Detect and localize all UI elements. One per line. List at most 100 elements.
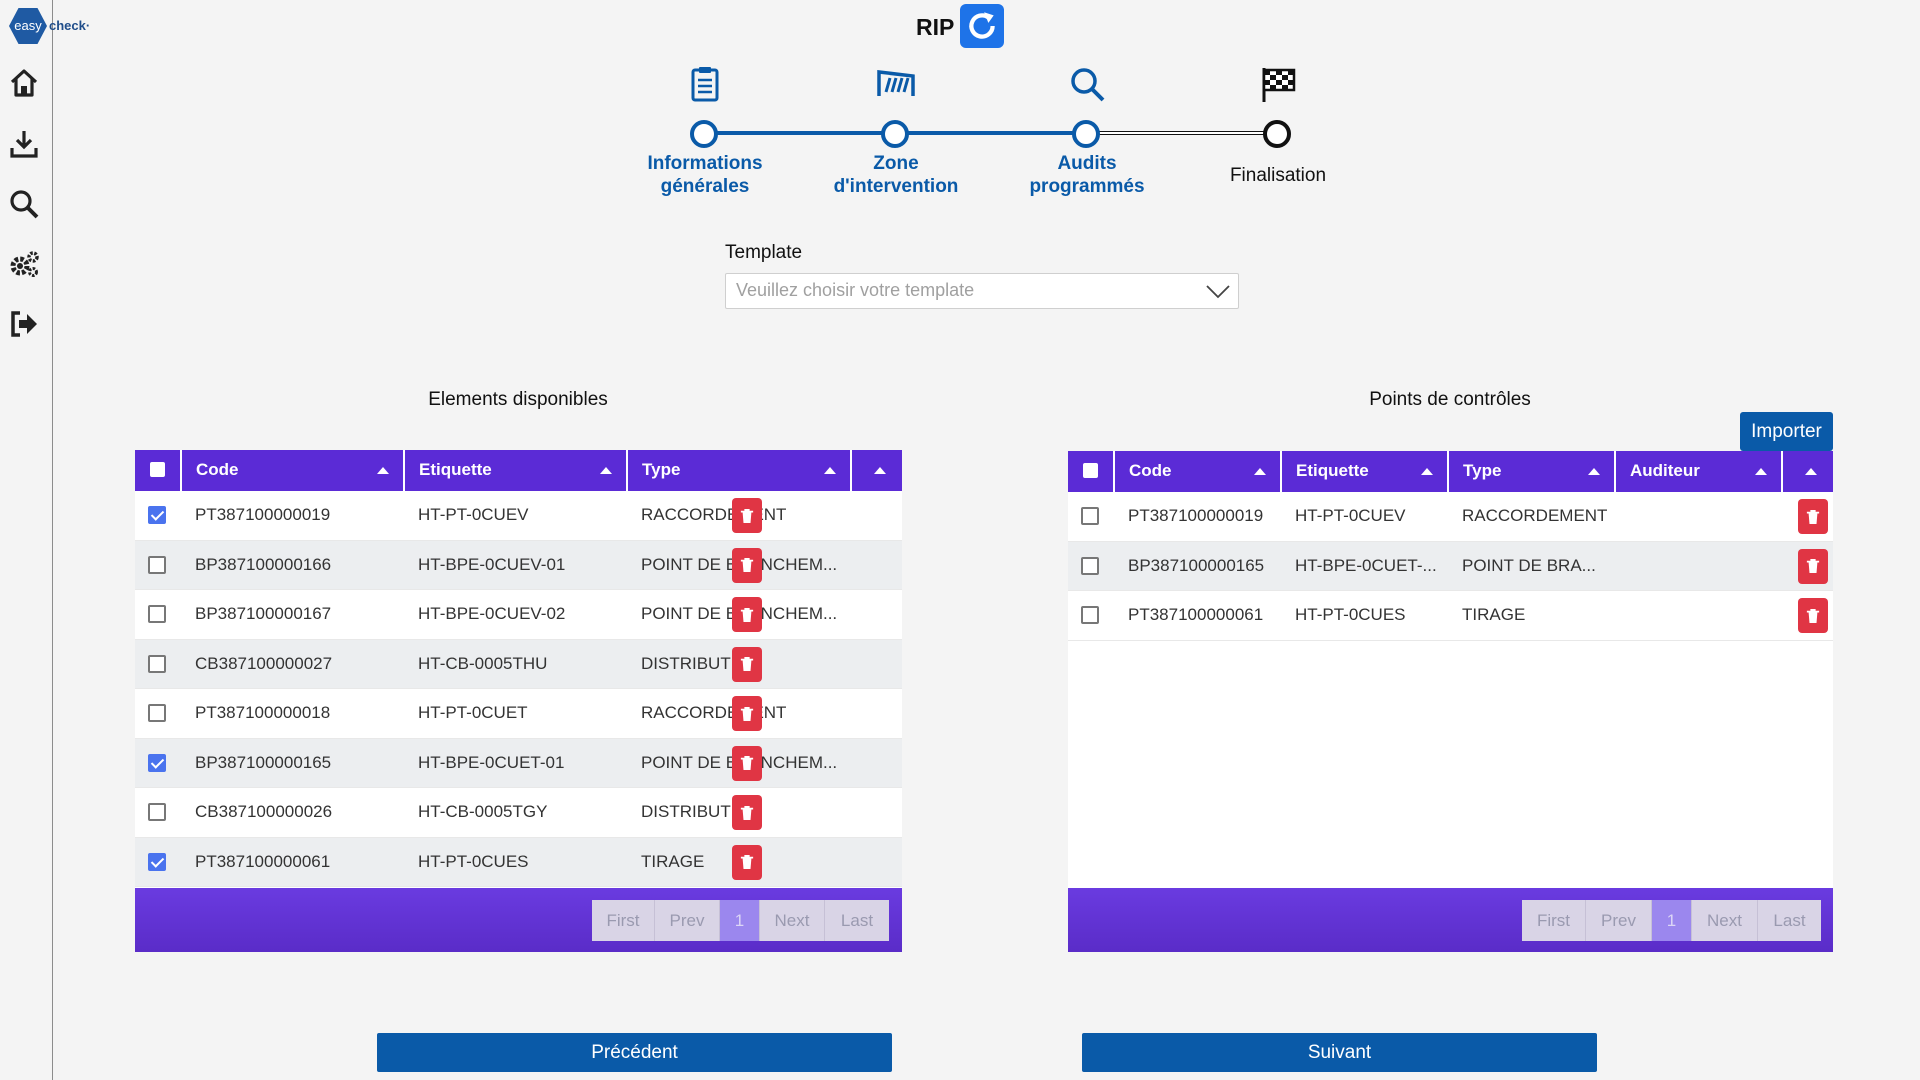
delete-button[interactable] [1798, 548, 1828, 584]
pager-prev-button[interactable]: Prev [655, 900, 720, 941]
cell-etiquette: HT-PT-0CUET [418, 703, 528, 722]
select-all-header[interactable] [135, 450, 182, 491]
row-checkbox[interactable] [1081, 507, 1099, 525]
trash-icon [740, 855, 754, 869]
cell-type: TIRAGE [1462, 605, 1526, 624]
home-icon[interactable] [8, 67, 44, 103]
cell-etiquette: HT-CB-0005THU [418, 653, 548, 673]
delete-button[interactable] [732, 745, 762, 781]
row-checkbox[interactable] [148, 555, 166, 574]
checkered-flag-icon [1258, 64, 1298, 104]
pager-last-button[interactable]: Last [825, 900, 889, 941]
row-checkbox[interactable] [148, 605, 166, 623]
cell-type: TIRAGE [641, 851, 705, 871]
trash-icon [740, 607, 754, 622]
select-all-checkbox[interactable] [150, 462, 165, 477]
cell-etiquette: HT-BPE-0CUEV-01 [418, 554, 566, 574]
cell-etiquette: HT-PT-0CUES [418, 851, 529, 871]
row-checkbox[interactable] [148, 654, 166, 673]
delete-button[interactable] [1798, 499, 1828, 534]
cell-etiquette: HT-PT-0CUEV [418, 505, 529, 524]
column-header-actions[interactable] [852, 450, 902, 491]
sort-asc-icon [1755, 468, 1767, 475]
row-checkbox[interactable] [148, 753, 166, 772]
select-all-header[interactable] [1068, 451, 1115, 492]
cell-type: DISTRIBUTION [641, 802, 761, 821]
step-dot [690, 120, 718, 148]
pager-next-button[interactable]: Next [1692, 900, 1758, 941]
logout-icon[interactable] [8, 308, 44, 344]
pager-first-button[interactable]: First [1522, 900, 1586, 941]
pager-last-button[interactable]: Last [1758, 900, 1821, 941]
column-header-auditeur[interactable]: Auditeur [1616, 451, 1783, 492]
cell-code: BP387100000167 [195, 604, 332, 623]
next-button[interactable]: Suivant [1082, 1033, 1597, 1072]
trash-icon [740, 657, 754, 671]
pager-first-button[interactable]: First [592, 900, 655, 941]
settings-gears-icon[interactable] [8, 248, 44, 284]
column-header-etiquette[interactable]: Etiquette [1282, 451, 1449, 492]
delete-button[interactable] [732, 597, 762, 632]
previous-button[interactable]: Précédent [377, 1033, 892, 1072]
pager-next-button[interactable]: Next [760, 900, 825, 941]
download-icon[interactable] [8, 128, 44, 164]
trash-icon [740, 805, 754, 820]
pager-prev-button[interactable]: Prev [1586, 900, 1652, 941]
delete-button[interactable] [732, 844, 762, 880]
cell-etiquette: HT-PT-0CUEV [1295, 506, 1406, 525]
template-placeholder: Veuillez choisir votre template [736, 280, 975, 300]
trash-icon [740, 756, 754, 770]
cell-code: PT387100000061 [1128, 605, 1264, 624]
clipboard-icon [685, 64, 725, 104]
refresh-button[interactable] [960, 4, 1004, 48]
column-header-type[interactable]: Type [1449, 451, 1616, 492]
chevron-down-icon [1206, 285, 1230, 299]
row-checkbox[interactable] [148, 704, 166, 722]
column-header-actions[interactable] [1783, 451, 1833, 492]
column-header-code[interactable]: Code [182, 450, 405, 491]
delete-button[interactable] [1798, 598, 1828, 633]
row-checkbox[interactable] [1081, 606, 1099, 624]
control-points-grid: Code Etiquette Type Auditeur PT387100000… [1068, 451, 1833, 952]
delete-button[interactable] [732, 547, 762, 583]
delete-button[interactable] [732, 646, 762, 682]
search-icon[interactable] [8, 188, 44, 224]
page-title: RIP [916, 14, 955, 40]
sort-asc-icon [600, 467, 612, 474]
pager-page-button[interactable]: 1 [1652, 900, 1692, 941]
template-select[interactable]: Veuillez choisir votre template [725, 273, 1239, 309]
row-checkbox[interactable] [148, 506, 166, 524]
cell-code: CB387100000026 [195, 802, 333, 821]
cell-etiquette: HT-BPE-0CUET-... [1295, 555, 1437, 575]
select-all-checkbox[interactable] [1083, 463, 1098, 478]
column-header-type[interactable]: Type [628, 450, 852, 491]
column-header-etiquette[interactable]: Etiquette [405, 450, 628, 491]
delete-button[interactable] [732, 795, 762, 830]
delete-button[interactable] [732, 696, 762, 731]
logo-hexagon: easy [9, 8, 47, 44]
delete-button[interactable] [732, 498, 762, 533]
cell-code: PT387100000018 [195, 703, 331, 722]
pager-page-button[interactable]: 1 [720, 900, 760, 941]
cell-code: CB387100000027 [195, 653, 333, 673]
sort-asc-icon [1254, 468, 1266, 475]
pager: First Prev 1 Next Last [1068, 888, 1833, 952]
cell-etiquette: HT-BPE-0CUET-01 [418, 752, 565, 772]
row-checkbox[interactable] [148, 803, 166, 821]
import-button[interactable]: Importer [1740, 412, 1833, 451]
row-checkbox[interactable] [1081, 556, 1099, 575]
row-checkbox[interactable] [148, 852, 166, 871]
column-header-code[interactable]: Code [1115, 451, 1282, 492]
